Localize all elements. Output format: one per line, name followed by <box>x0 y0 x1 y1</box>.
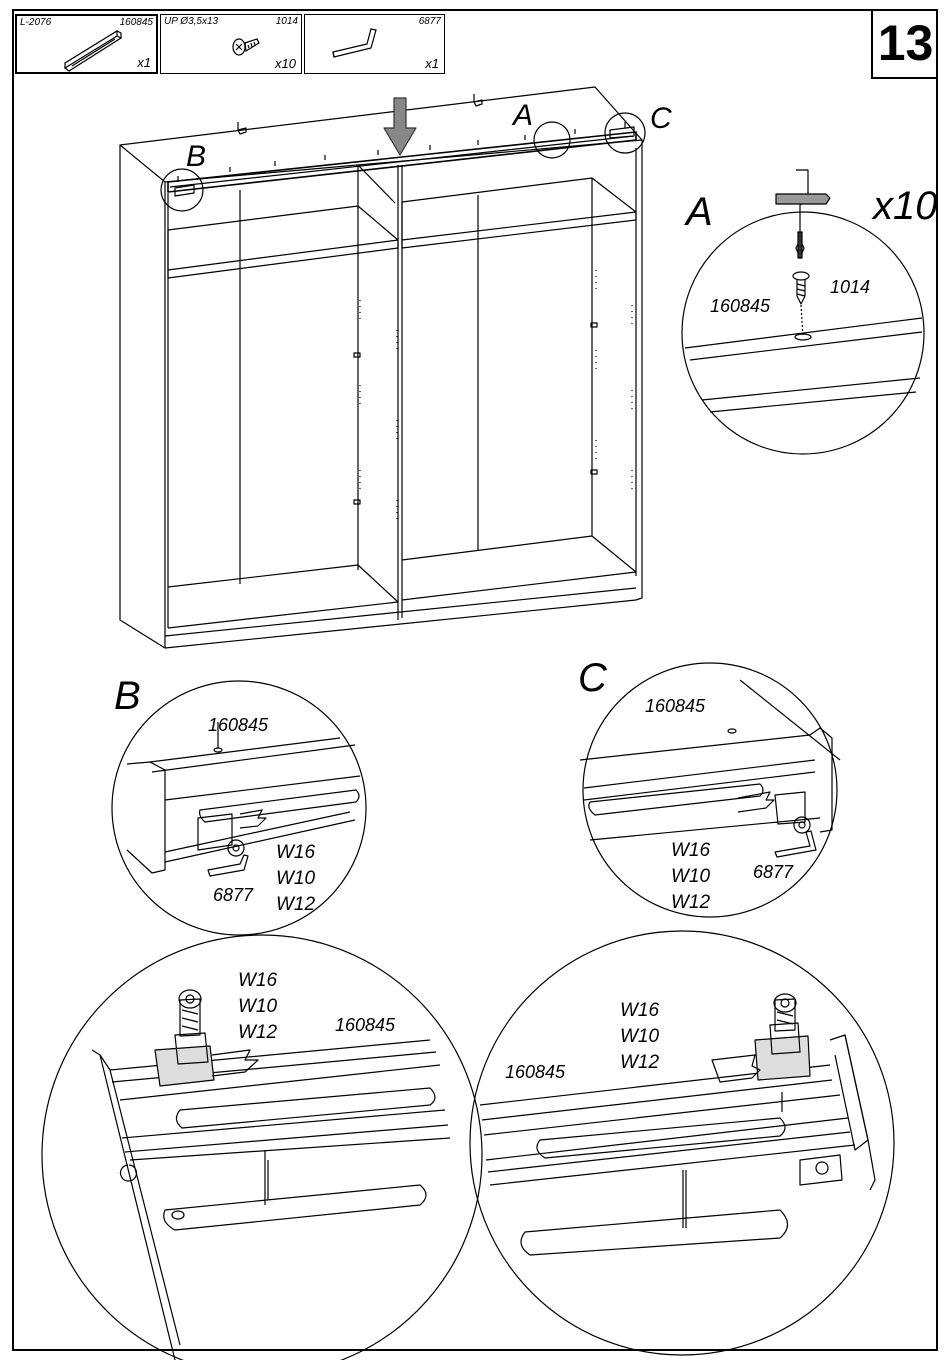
width-label: W16 <box>276 842 316 863</box>
detail-a-circle <box>681 211 925 455</box>
width-label: W10 <box>276 868 316 889</box>
rail-slot <box>175 1087 436 1129</box>
circle-a <box>533 121 571 159</box>
zoom-left-circle <box>41 934 483 1360</box>
zoom-right-rail-ref: 160845 <box>505 1062 566 1082</box>
bolt-icon <box>179 998 201 1037</box>
part-ref: 6877 <box>418 16 441 27</box>
runner-block <box>154 1045 215 1087</box>
width-label: W16 <box>620 1000 660 1021</box>
page-frame <box>12 9 938 1351</box>
detail-b-key-ref: 6877 <box>213 885 254 905</box>
overview-label-c: C <box>650 102 672 135</box>
wardrobe-left-side <box>119 145 166 649</box>
wardrobe-right-edge <box>635 140 643 601</box>
part-rail: L-2076 160845 x1 <box>15 14 158 74</box>
screw-icon <box>232 38 260 56</box>
width-label: W12 <box>620 1052 660 1073</box>
runner-slot <box>163 1184 427 1231</box>
detail-c-key-ref: 6877 <box>753 862 794 882</box>
arrow-down-icon <box>383 97 417 156</box>
width-label: W12 <box>238 1022 278 1043</box>
width-label: W12 <box>276 894 316 915</box>
runner-block <box>754 1035 811 1081</box>
hex-key-icon <box>332 28 377 58</box>
detail-c-widths: W16 W10 W12 <box>671 838 710 916</box>
hex-key-icon <box>207 854 249 877</box>
rail-icon <box>63 29 123 72</box>
part-qty: x1 <box>137 55 151 70</box>
top-rail <box>167 131 637 193</box>
detail-b-rail-ref: 160845 <box>208 715 269 735</box>
part-qty: x1 <box>425 56 439 71</box>
circle-c <box>604 112 646 154</box>
detail-a-letter: A <box>686 190 713 234</box>
runner-block <box>197 813 233 851</box>
part-code: L-2076 <box>20 17 52 28</box>
part-screw: UP Ø3,5x13 1014 x10 <box>160 14 302 74</box>
detail-b-letter: B <box>114 674 141 718</box>
screw-icon <box>796 280 806 305</box>
part-qty: x10 <box>275 56 296 71</box>
width-label: W16 <box>238 970 278 991</box>
step-number: 13 <box>871 9 938 79</box>
overview-label-a: A <box>513 99 534 132</box>
zoom-right-circle <box>469 930 895 1356</box>
detail-c-rail-ref: 160845 <box>645 696 706 716</box>
detail-b-widths: W16 W10 W12 <box>276 840 315 918</box>
width-label: W12 <box>671 892 711 913</box>
rail-slot <box>536 1117 786 1159</box>
part-code: UP Ø3,5x13 <box>164 16 219 27</box>
overview-label-b: B <box>186 140 207 173</box>
width-label: W10 <box>620 1026 660 1047</box>
zoom-left-rail-ref: 160845 <box>335 1015 396 1035</box>
detail-a-screw-ref: 1014 <box>830 277 871 297</box>
part-hex-key: 6877 x1 <box>304 14 445 74</box>
hex-key-icon <box>774 830 817 858</box>
zoom-left-widths: W16 W10 W12 <box>238 968 277 1046</box>
zoom-right-widths: W16 W10 W12 <box>620 998 659 1076</box>
shelf-right <box>401 177 637 249</box>
circle-b <box>160 168 204 212</box>
width-label: W10 <box>671 866 711 887</box>
detail-a-count: x10 <box>873 184 938 228</box>
bolt-icon <box>774 998 796 1032</box>
detail-a-rail-ref: 160845 <box>710 296 771 316</box>
detail-c-circle <box>582 662 838 918</box>
runner-slot <box>520 1209 789 1256</box>
detail-c-letter: C <box>578 656 607 700</box>
shelf-left <box>167 205 399 279</box>
part-ref: 1014 <box>275 16 298 27</box>
detail-b-circle <box>111 680 367 936</box>
width-label: W10 <box>238 996 278 1017</box>
width-label: W16 <box>671 840 711 861</box>
part-ref: 160845 <box>119 17 153 28</box>
